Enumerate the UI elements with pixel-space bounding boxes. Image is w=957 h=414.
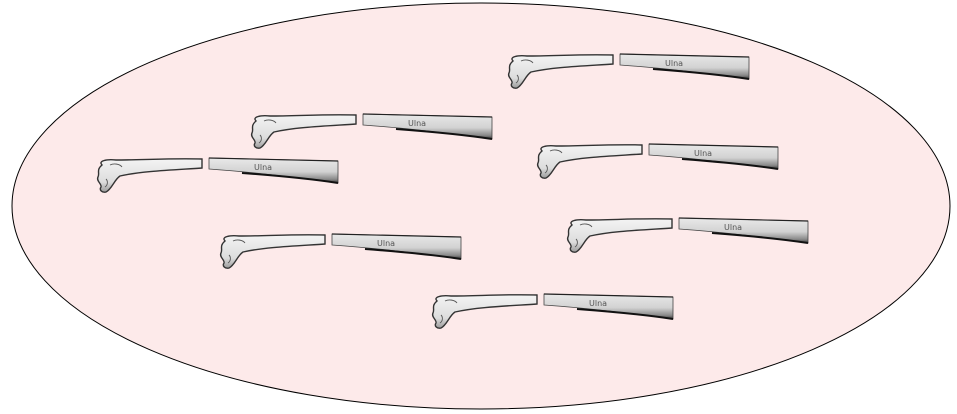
bone-label: Ulna <box>589 299 607 308</box>
bone-label: Ulna <box>665 59 683 68</box>
bone-label: Ulna <box>694 149 712 158</box>
bone-label: Ulna <box>408 119 426 128</box>
bone-label: Ulna <box>377 239 395 248</box>
bone-label: Ulna <box>724 223 742 232</box>
bone-label: Ulna <box>254 163 272 172</box>
set-ellipse <box>12 3 950 409</box>
